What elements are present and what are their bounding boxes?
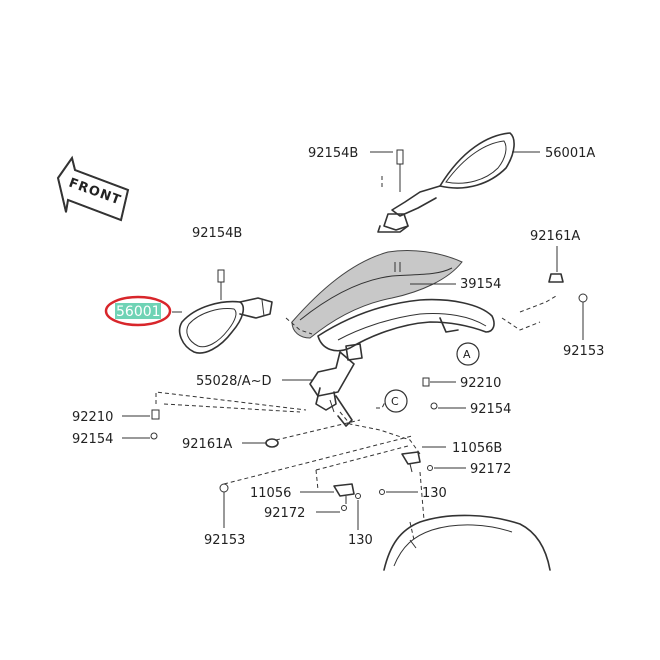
reference-a-label: A: [463, 348, 471, 361]
callout-56001a: 56001A: [545, 146, 595, 161]
callout-92161a-top: 92161A: [530, 229, 580, 244]
reference-circle-a: A: [456, 342, 480, 366]
callout-55028: 55028/A~D: [196, 374, 272, 389]
callout-11056b: 11056B: [452, 441, 502, 456]
callout-92153-right: 92153: [563, 344, 604, 359]
lower-fairing: [383, 514, 551, 571]
leader-lines: [122, 151, 584, 541]
callout-labels: 92154B 56001A 92154B 92161A 39154 92153 …: [72, 146, 604, 548]
callout-11056: 11056: [250, 486, 291, 501]
callout-92153-bottom: 92153: [204, 533, 245, 548]
callout-39154: 39154: [460, 277, 501, 292]
callout-92154-left: 92154: [72, 432, 113, 447]
callout-92172-right: 92172: [470, 462, 511, 477]
right-mirror: [377, 132, 515, 233]
callout-92154b-top: 92154B: [308, 146, 358, 161]
callout-130-right: 130: [422, 486, 447, 501]
callout-92161a-mid: 92161A: [182, 437, 232, 452]
reference-circle-c: C: [384, 389, 408, 413]
callout-92154b-left: 92154B: [192, 226, 242, 241]
bracket-assembly: [309, 343, 363, 427]
windshield: [291, 249, 463, 339]
callout-92172-bottom: 92172: [264, 506, 305, 521]
callout-92210-right: 92210: [460, 376, 501, 391]
hardware: [150, 149, 588, 511]
highlighted-part-callout: 56001: [104, 295, 172, 327]
callout-56001: 56001: [116, 304, 161, 320]
reference-c-label: C: [391, 395, 399, 408]
left-mirror: [178, 297, 273, 354]
callout-92154-right: 92154: [470, 402, 511, 417]
front-arrow: FRONT: [56, 155, 130, 222]
callout-130-bottom: 130: [348, 533, 373, 548]
callout-92210-left: 92210: [72, 410, 113, 425]
cowl-inner: [317, 298, 495, 352]
